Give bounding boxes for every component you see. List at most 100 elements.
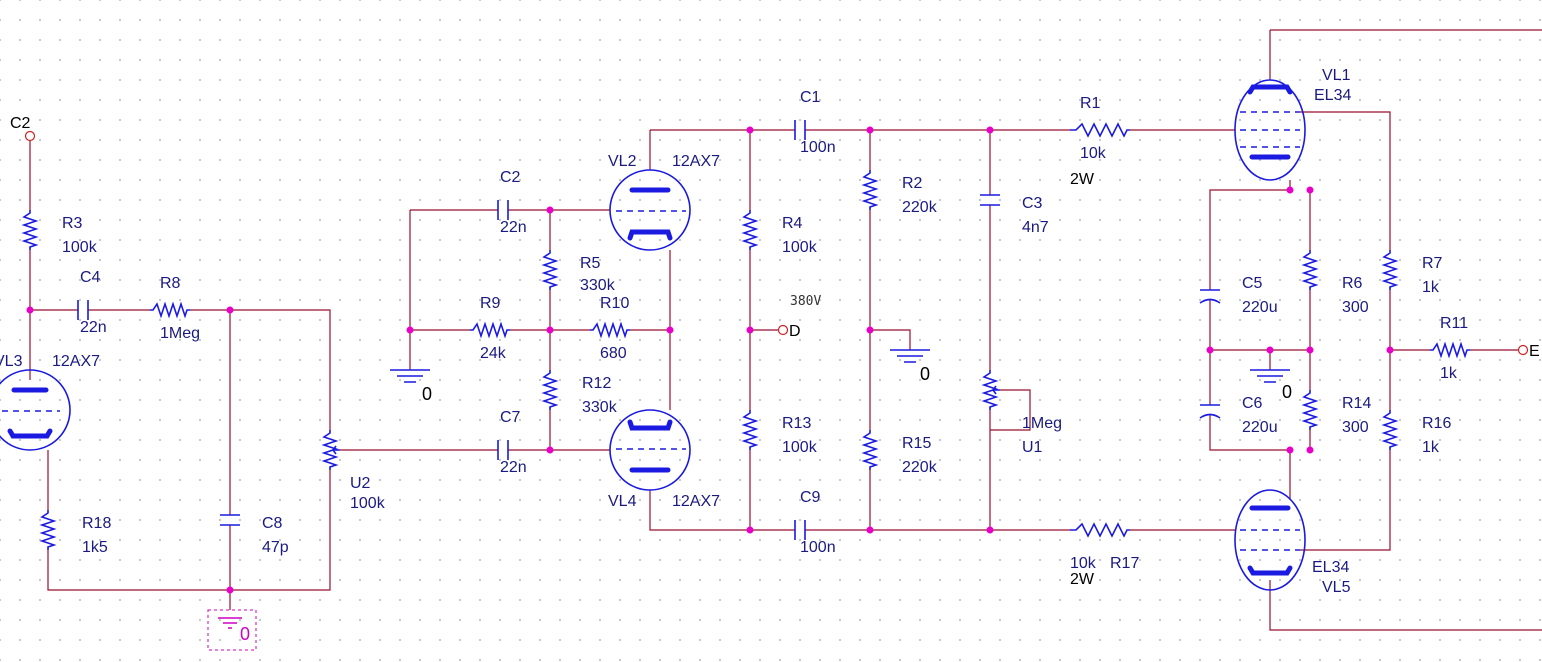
ground-label-3: 0 [1282,382,1292,402]
resistor-r14 [1301,390,1319,430]
label-r8-ref: R8 [160,275,181,292]
selection-box [207,609,257,651]
resistor-r4 [741,210,759,250]
offpage-c2-icon [24,130,36,142]
label-r2-value: 220k [902,199,938,216]
label-r2-ref: R2 [902,175,923,192]
label-vl4-value: 12AX7 [672,493,720,510]
label-u1-ref: U1 [1022,439,1043,456]
capacitor-c9 [794,520,806,540]
label-r9-ref: R9 [480,295,501,312]
label-r11-value: 1k [1440,365,1458,382]
label-r6-value: 300 [1342,299,1369,316]
resistor-r10 [590,321,630,339]
label-vl5-ref: VL5 [1322,579,1351,596]
resistor-r17 [1070,522,1130,538]
pot-u1 [981,370,999,410]
label-r12-ref: R12 [582,375,611,392]
resistor-r3 [21,210,39,250]
label-c8-value: 47p [262,539,289,556]
resistor-r1 [1070,122,1130,138]
ground-label-2: 0 [920,364,930,384]
label-c8-ref: C8 [262,515,283,532]
resistor-r5 [541,250,559,290]
label-u1-value: 1Meg [1022,415,1062,432]
label-vl3-value: 12AX7 [52,353,100,370]
capacitor-c1 [794,120,806,140]
label-u2-ref: U2 [350,475,371,492]
label-vl2-ref: VL2 [608,153,637,170]
tube-vl3 [0,369,71,451]
offpage-e-label: E [1529,343,1540,360]
label-c3-ref: C3 [1022,195,1043,212]
label-r14-ref: R14 [1342,395,1371,412]
offpage-c2-label: C2 [10,115,31,132]
label-r17-value: 10k [1070,555,1097,572]
capacitor-c3 [980,194,1000,206]
label-r16-ref: R16 [1422,415,1451,432]
capacitor-c2 [497,200,509,220]
ground-label-1: 0 [422,384,432,404]
label-r8-value: 1Meg [160,325,200,342]
label-r5-value: 330k [580,277,616,294]
label-r10-ref: R10 [600,295,629,312]
resistor-r2 [861,170,879,210]
labels: C2 D E R3 100k C4 22n R8 1Meg VL3 12AX7 … [0,67,1540,644]
label-r6-ref: R6 [1342,275,1363,292]
label-r11-ref: R11 [1440,315,1468,332]
voltage-annotation: 380V [790,294,821,309]
resistor-r9 [470,321,510,339]
label-vl1-ref: VL1 [1322,67,1351,84]
label-vl5-value: EL34 [1312,559,1349,576]
wires [29,29,1542,631]
resistor-r6 [1301,250,1319,290]
label-c6-value: 220u [1242,419,1278,436]
label-c7-ref: C7 [500,409,521,426]
label-r1-ref: R1 [1080,95,1101,112]
pot-u2 [321,430,339,470]
label-r13-ref: R13 [782,415,811,432]
capacitor-c6 [1199,404,1221,419]
label-vl3-ref: VL3 [0,353,23,370]
label-r12-value: 330k [582,399,618,416]
capacitor-c4 [77,300,89,320]
junctions [26,126,1394,594]
label-c5-value: 220u [1242,299,1278,316]
label-r3-value: 100k [62,239,98,256]
label-r1-power: 2W [1070,171,1095,188]
ground-symbol-3 [1250,369,1290,383]
capacitor-c8 [220,514,240,526]
label-vl4-ref: VL4 [608,493,637,510]
label-r13-value: 100k [782,439,818,456]
tubes [0,79,1306,591]
label-c7-value: 22n [500,459,527,476]
label-c2-ref: C2 [500,169,521,186]
label-r3-ref: R3 [62,215,83,232]
resistor-r8 [150,301,190,319]
tube-vl5 [1234,489,1306,591]
label-r5-ref: R5 [580,255,601,272]
label-r7-value: 1k [1422,279,1440,296]
label-r1-value: 10k [1080,145,1107,162]
label-r14-value: 300 [1342,419,1369,436]
label-c6-ref: C6 [1242,395,1263,412]
capacitor-c5 [1199,289,1221,304]
tube-vl1 [1234,79,1306,181]
offpage-d-label: D [789,323,801,340]
grounds [207,349,1290,651]
label-c1-ref: C1 [800,89,821,106]
resistors [21,122,1470,550]
resistor-r16 [1381,410,1399,450]
capacitors [77,120,1221,540]
label-r4-value: 100k [782,239,818,256]
label-r4-ref: R4 [782,215,803,232]
offpage-d-icon [777,324,789,336]
label-r17-ref: R17 [1110,555,1139,572]
offpage-e-icon [1517,344,1529,356]
label-c4-value: 22n [80,319,107,336]
label-r7-ref: R7 [1422,255,1443,272]
label-u2-value: 100k [350,495,386,512]
resistor-r12 [541,370,559,410]
